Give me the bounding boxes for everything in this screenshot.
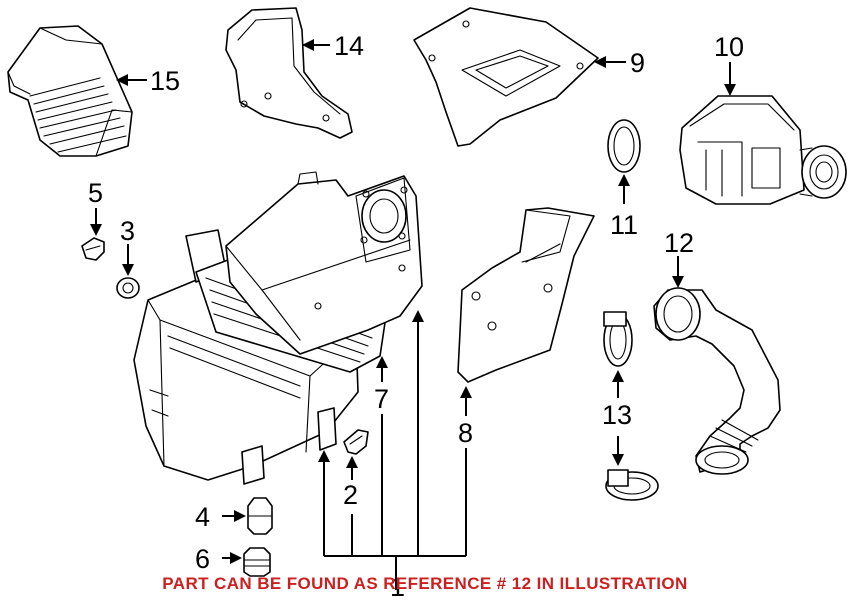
callout-7: 7: [374, 384, 389, 414]
part-13-hose-clamp-lower[interactable]: [605, 469, 659, 501]
part-5-push-pin[interactable]: [81, 237, 105, 261]
callout-11: 11: [610, 210, 638, 240]
part-15-intake-duct[interactable]: [7, 25, 133, 157]
callout-9: 9: [630, 48, 645, 78]
part-14-cover-panel[interactable]: [225, 7, 353, 139]
callout-14: 14: [334, 31, 364, 61]
part-10-air-flow-meter[interactable]: [679, 95, 847, 205]
part-13-hose-clamp-upper[interactable]: [603, 311, 633, 367]
callout-numbers: 1 2 3 4 5 6 7 8 9 10 11 12 13 14 15: [88, 31, 744, 602]
leader-lines: [90, 39, 736, 590]
part-2-clip[interactable]: [343, 429, 369, 455]
part-1-air-cleaner-box[interactable]: [133, 171, 423, 485]
callout-8: 8: [458, 418, 473, 448]
callout-2: 2: [343, 480, 358, 510]
part-9-top-shield[interactable]: [413, 7, 599, 147]
callout-3: 3: [120, 216, 135, 246]
part-11-o-ring[interactable]: [607, 119, 641, 173]
callout-1: 1: [390, 572, 405, 602]
callout-13: 13: [602, 400, 632, 430]
callout-4: 4: [195, 502, 210, 532]
part-3-grommet[interactable]: [116, 277, 140, 299]
part-4-grommet[interactable]: [247, 497, 273, 535]
part-12-intake-hose[interactable]: [653, 287, 781, 475]
callout-12: 12: [664, 228, 694, 258]
part-8-bracket[interactable]: [457, 207, 595, 383]
callout-6: 6: [195, 544, 210, 574]
callout-15: 15: [150, 66, 180, 96]
reference-note: PART CAN BE FOUND AS REFERENCE # 12 IN I…: [162, 574, 688, 593]
callout-5: 5: [88, 178, 103, 208]
callout-10: 10: [714, 32, 744, 62]
part-6-bushing[interactable]: [243, 547, 271, 577]
